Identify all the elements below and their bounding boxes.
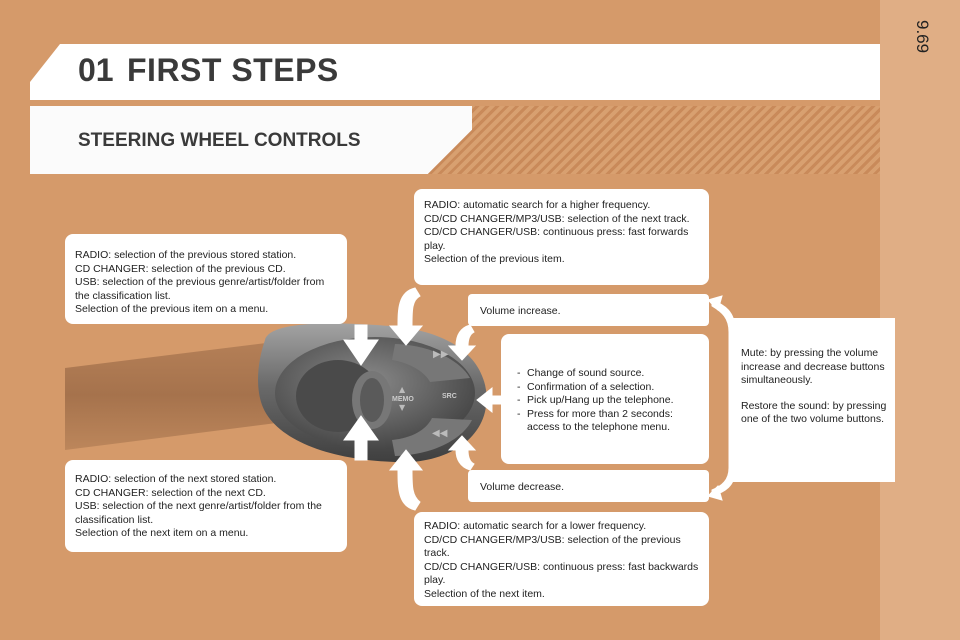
info-line: USB: selection of the previous genre/art… xyxy=(75,276,325,302)
arrow-next-track-icon xyxy=(388,287,424,346)
restore-sound-text: Restore the sound: by pressing one of th… xyxy=(741,399,887,426)
source-functions-list: Change of sound source. Confirmation of … xyxy=(511,367,699,435)
mute-info-box: Mute: by pressing the volume increase an… xyxy=(733,318,895,482)
memo-label: MEMO xyxy=(392,396,414,403)
arrow-volume-down-icon xyxy=(447,435,477,471)
mute-bracket-icon xyxy=(711,299,736,497)
info-line: CD/CD CHANGER/MP3/USB: selection of the … xyxy=(424,212,690,225)
info-line: RADIO: automatic search for a lower freq… xyxy=(424,520,647,532)
up-icon: ▲ xyxy=(399,385,406,394)
rewind-icon: ◀◀ xyxy=(432,428,448,439)
arrow-prev-station-icon xyxy=(343,324,379,366)
info-line: Volume decrease. xyxy=(480,481,565,493)
arrow-previous-track-icon xyxy=(388,449,424,511)
source-info-box: Change of sound source. Confirmation of … xyxy=(501,334,709,464)
section-title: STEERING WHEEL CONTROLS xyxy=(78,130,361,151)
info-line: RADIO: automatic search for a higher fre… xyxy=(424,199,651,211)
chapter-number: 01 xyxy=(78,52,114,88)
list-item: Press for more than 2 seconds: access to… xyxy=(511,408,699,435)
mute-text: Mute: by pressing the volume increase an… xyxy=(741,347,885,386)
previous-track-button xyxy=(392,418,472,456)
info-line: Selection of the previous item. xyxy=(424,253,565,265)
lower-frequency-info-box: RADIO: automatic search for a lower freq… xyxy=(414,512,709,606)
chapter-title: FIRST STEPS xyxy=(127,52,339,88)
prev-station-info-box: RADIO: selection of the previous stored … xyxy=(65,234,347,324)
info-line: USB: selection of the next genre/artist/… xyxy=(75,500,322,526)
info-line: RADIO: selection of the previous stored … xyxy=(75,249,297,261)
info-line: CD/CD CHANGER/MP3/USB: selection of the … xyxy=(424,533,681,560)
volume-down-info-box: Volume decrease. xyxy=(468,470,709,502)
next-station-info-box: RADIO: selection of the next stored stat… xyxy=(65,460,347,552)
stalk-shaft xyxy=(65,340,300,450)
list-item: Pick up/Hang up the telephone. xyxy=(511,394,699,408)
higher-frequency-info-box: RADIO: automatic search for a higher fre… xyxy=(414,189,709,285)
info-line: CD/CD CHANGER/USB: continuous press: fas… xyxy=(424,560,699,587)
down-icon: ▼ xyxy=(399,403,406,412)
volume-up-info-box: Volume increase. xyxy=(468,294,709,326)
forward-icon: ▶▶ xyxy=(433,349,449,360)
info-line: Selection of the next item on a menu. xyxy=(75,527,249,539)
arrow-next-station-icon xyxy=(343,415,379,461)
list-item: Change of sound source. xyxy=(511,367,699,381)
info-line: CD CHANGER: selection of the previous CD… xyxy=(75,262,286,275)
info-line: CD/CD CHANGER/USB: continuous press: fas… xyxy=(424,226,689,252)
info-line: Selection of the next item. xyxy=(424,587,545,600)
arrow-volume-up-icon xyxy=(447,324,477,361)
info-line: RADIO: selection of the next stored stat… xyxy=(75,473,277,485)
src-label: SRC xyxy=(442,393,457,400)
info-line: Selection of the previous item on a menu… xyxy=(75,303,269,315)
next-track-button xyxy=(392,344,470,382)
header-band xyxy=(30,44,880,100)
section-title-panel xyxy=(30,106,472,174)
info-line: CD CHANGER: selection of the next CD. xyxy=(75,486,266,499)
list-item: Confirmation of a selection. xyxy=(511,381,699,395)
info-line: Volume increase. xyxy=(480,305,561,317)
